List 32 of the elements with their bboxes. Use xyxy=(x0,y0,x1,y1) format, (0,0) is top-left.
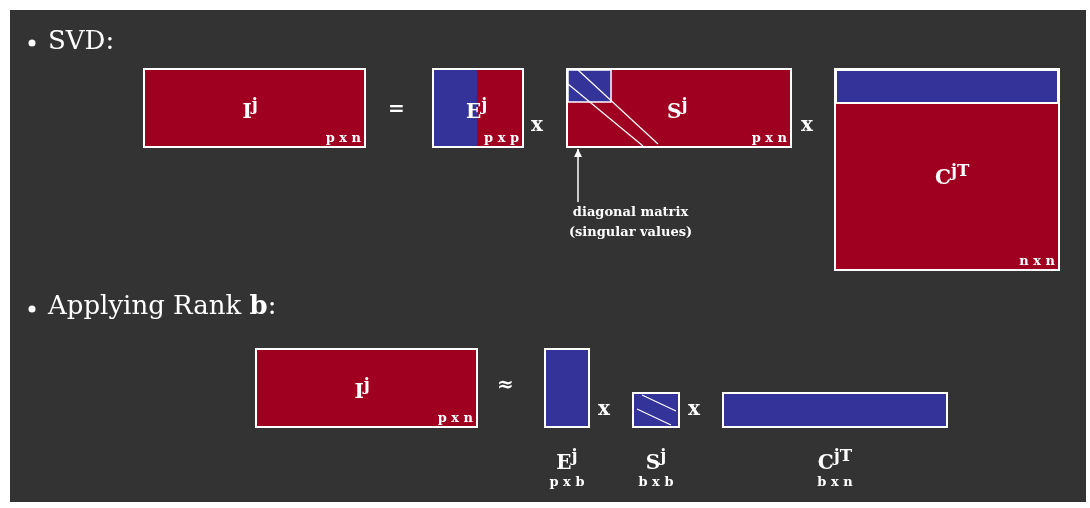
matrix-name: C$^{jT}$ xyxy=(817,444,853,474)
annotation-text: diagonal matrix (singular values) xyxy=(548,202,713,242)
dimension-text: p x n xyxy=(437,410,473,425)
section-heading: Applying Rank b: xyxy=(48,290,277,320)
operator-sign: x xyxy=(598,396,610,420)
dimension-text: p x b xyxy=(549,474,585,489)
matrix-block xyxy=(834,68,1060,271)
matrix-block xyxy=(432,68,524,148)
dimension-text: b x b xyxy=(638,474,674,489)
matrix-block xyxy=(722,392,948,428)
matrix-name: I$^{j}$ xyxy=(242,93,258,123)
matrix-block xyxy=(255,348,478,428)
operator-sign: x xyxy=(801,112,813,136)
matrix-name: S$^{j}$ xyxy=(667,93,688,123)
matrix-block xyxy=(566,68,792,148)
leader-arrow xyxy=(574,148,582,203)
matrix-name: C$^{jT}$ xyxy=(935,159,970,189)
dimension-text: b x n xyxy=(817,474,853,489)
operator-sign: = xyxy=(388,96,405,120)
dimension-text: p x n xyxy=(751,130,787,145)
dimension-text: p x n xyxy=(325,130,361,145)
operator-sign: ≈ xyxy=(497,372,514,396)
matrix-block xyxy=(143,68,366,148)
matrix-name: S$^{j}$ xyxy=(645,444,667,474)
section-heading: SVD: xyxy=(48,25,115,55)
dimension-text: n x n xyxy=(1019,253,1055,268)
dimension-text: p x p xyxy=(484,130,519,145)
operator-sign: x xyxy=(531,112,543,136)
matrix-name: I$^{j}$ xyxy=(354,373,370,403)
matrix-name: E$^{j}$ xyxy=(556,444,578,474)
operator-sign: x xyxy=(688,396,700,420)
matrix-block xyxy=(544,348,590,428)
